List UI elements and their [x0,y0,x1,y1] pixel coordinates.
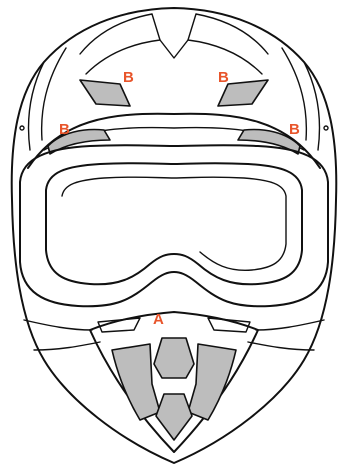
goggle-lens [46,163,302,284]
callout-label-b: B [59,122,70,137]
crown-center-ridge [160,40,188,58]
callout-label-b: B [218,70,229,85]
crown-ridge-right [188,14,268,74]
rivet-left [20,126,24,130]
chin-vent-center-upper [154,338,194,378]
goggle-lens-inner [62,177,286,270]
callout-label-b: B [289,122,300,137]
callout-label-a: A [153,312,164,327]
callout-label-b: B [123,70,134,85]
crown-ridge-left [80,14,160,74]
rivet-right [324,126,328,130]
chin-vent-center-lower [156,394,192,440]
